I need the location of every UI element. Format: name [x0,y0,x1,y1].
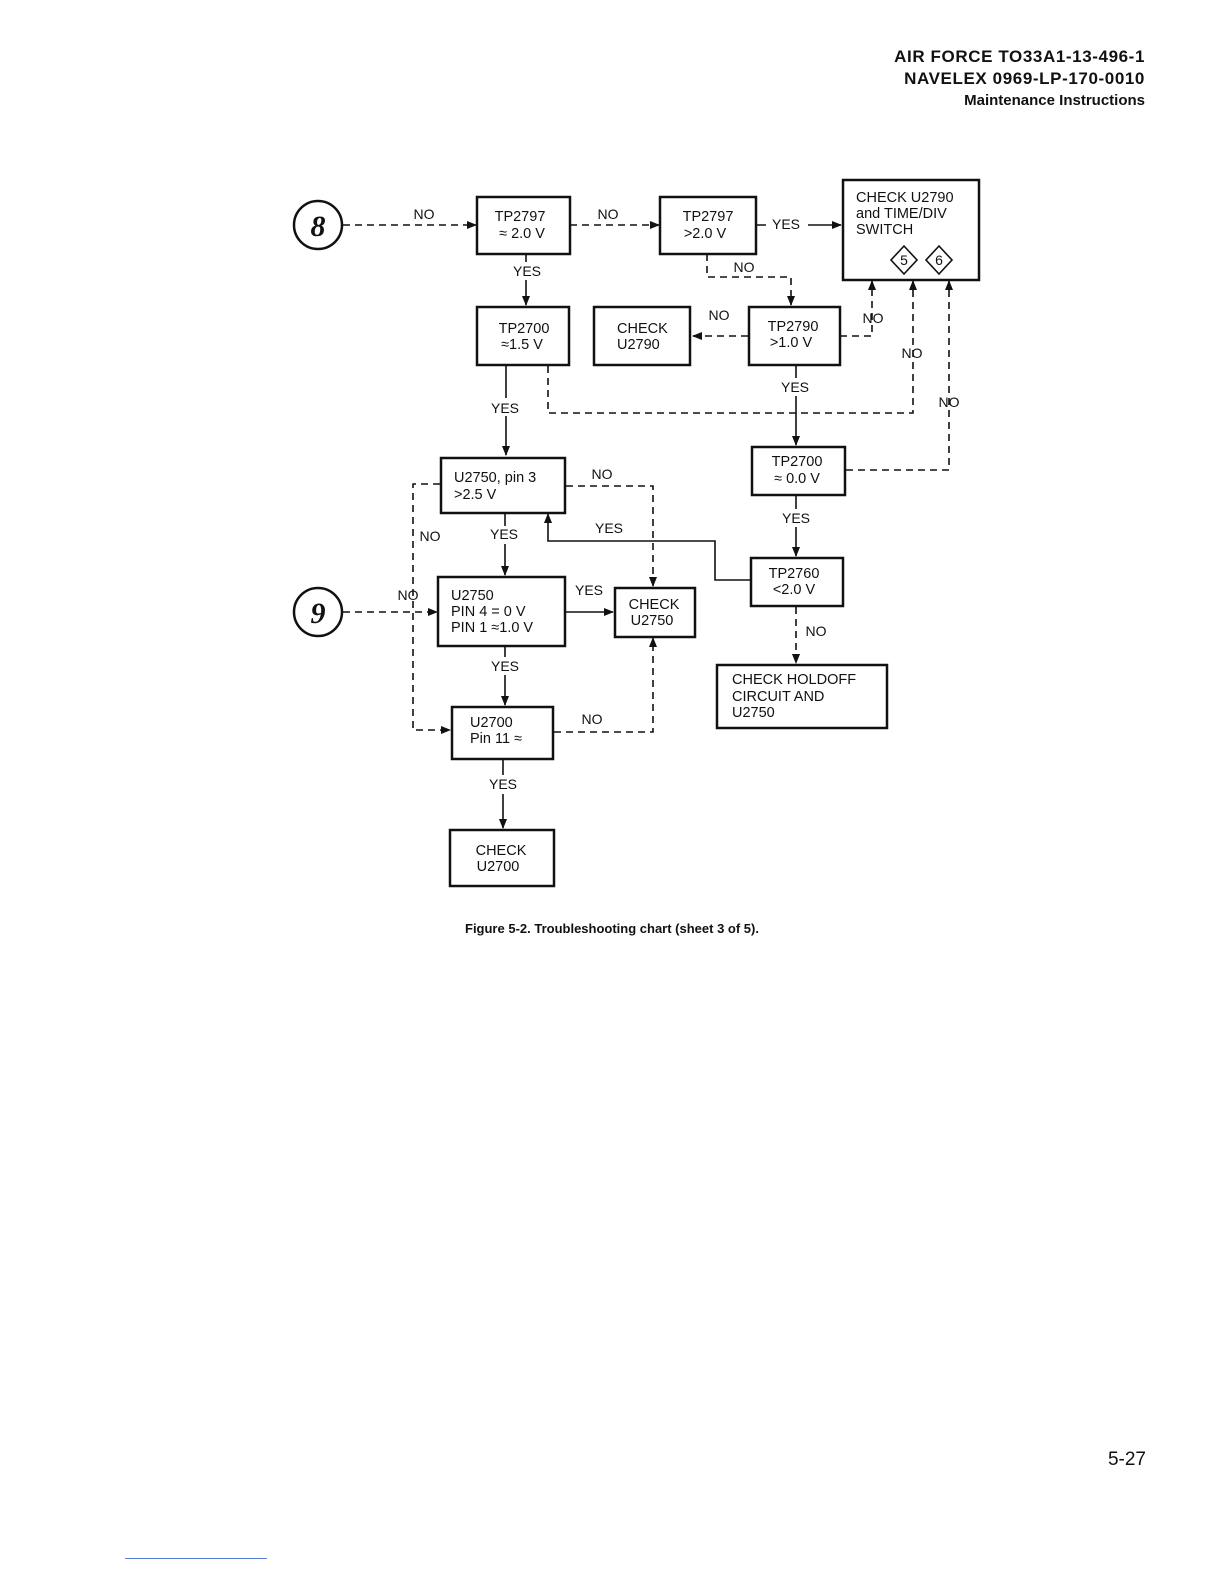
box-tp2700-zero: TP2700 ≈ 0.0 V [750,445,847,497]
box-tp2797-approx: TP2797 ≈ 2.0 V [475,195,572,256]
label-yes: YES [772,216,800,232]
box-line: >2.5 V [454,487,497,503]
box-line: TP2760 [769,566,820,582]
box-line: CHECK [476,843,527,859]
label-yes: YES [491,658,519,674]
flow-connectors [343,225,953,828]
box-line: TP2797 [683,209,734,225]
connector-8-label: 8 [311,210,326,243]
box-line: U2750, pin 3 [454,470,536,486]
diamond-6-label: 6 [935,252,943,268]
label-no: NO [582,711,603,727]
edge-u2750pin3-no [566,485,657,587]
box-check-u2750: CHECK U2750 [613,586,697,639]
document-header: AIR FORCE TO33A1-13-496-1 NAVELEX 0969-L… [894,46,1145,112]
box-line: ≈1.5 V [501,337,543,353]
label-no: NO [902,345,923,361]
label-no: NO [414,206,435,222]
box-line: <2.0 V [773,582,816,598]
diamond-6-icon: 6 [924,244,954,276]
edge-tp2700-no [547,280,917,414]
header-line-navelex: NAVELEX 0969-LP-170-0010 [904,69,1145,88]
box-line: TP2797 [495,209,546,225]
connector-9-label: 9 [311,597,326,630]
edge-tp2700zero-no [846,280,953,471]
box-u2700-pin11: U2700 Pin 11 ≈ [450,705,555,761]
label-no: NO [592,466,613,482]
diamond-5-icon: 5 [889,244,919,276]
box-line: U2790 [617,337,660,353]
edge-tp2760-yes [544,513,750,581]
box-line: PIN 4 = 0 V [451,604,526,620]
box-line: TP2700 [772,454,823,470]
label-yes: YES [490,526,518,542]
label-no: NO [734,259,755,275]
box-tp2790: TP2790 >1.0 V [747,305,842,367]
box-line: >1.0 V [770,335,813,351]
box-line: Pin 11 ≈ [470,731,522,747]
box-tp2760: TP2760 <2.0 V [749,556,845,608]
box-line: PIN 1 ≈1.0 V [451,620,533,636]
box-u2750-pin3: U2750, pin 3 >2.5 V [439,456,567,515]
diamond-5-label: 5 [900,252,908,268]
label-no: NO [598,206,619,222]
box-u2750-pins: U2750 PIN 4 = 0 V PIN 1 ≈1.0 V [436,575,567,648]
box-line: ≈ 2.0 V [499,226,545,242]
box-line: CHECK HOLDOFF [732,672,856,688]
box-check-u2790-switch: CHECK U2790 and TIME/DIV SWITCH 5 6 [841,178,981,282]
box-line: U2750 [631,613,674,629]
box-line: CHECK [617,321,668,337]
box-line: SWITCH [856,222,913,238]
box-tp2797-gt: TP2797 >2.0 V [658,195,758,256]
header-line-section: Maintenance Instructions [964,92,1145,109]
label-no: NO [863,310,884,326]
edge-u2750pin3-no-left [412,483,451,734]
label-yes: YES [782,510,810,526]
figure-caption: Figure 5-2. Troubleshooting chart (sheet… [465,921,759,936]
label-no: NO [420,528,441,544]
edge-labels: NO NO YES YES NO NO NO NO YES NO YES NO … [398,206,960,792]
box-line: CIRCUIT AND [732,689,824,705]
page-number: 5-27 [1107,1449,1146,1470]
box-line: ≈ 0.0 V [774,471,820,487]
box-line: U2750 [451,588,494,604]
label-yes: YES [595,520,623,536]
box-line: CHECK [629,597,680,613]
label-yes: YES [489,776,517,792]
label-no: NO [709,307,730,323]
box-line: CHECK U2790 [856,190,954,206]
box-line: TP2700 [499,321,550,337]
footer-rule [125,1558,267,1559]
edge-u2700-no [554,637,657,733]
edge-tp2797gt-no [706,254,795,306]
box-check-u2790: CHECK U2790 [592,305,692,367]
box-check-holdoff: CHECK HOLDOFF CIRCUIT AND U2750 [715,663,889,730]
label-no: NO [398,587,419,603]
label-yes: YES [781,379,809,395]
edge-tp2790-no-up [840,280,876,337]
connector-8: 8 [292,199,344,251]
box-tp2700-1-5v: TP2700 ≈1.5 V [475,305,571,367]
box-check-u2700: CHECK U2700 [448,828,556,888]
label-yes: YES [513,263,541,279]
box-line: U2700 [470,715,513,731]
connector-9: 9 [292,586,344,638]
label-no: NO [806,623,827,639]
box-line: TP2790 [768,319,819,335]
box-line: >2.0 V [684,226,727,242]
label-yes: YES [575,582,603,598]
label-yes: YES [491,400,519,416]
label-no: NO [939,394,960,410]
header-line-air-force: AIR FORCE TO33A1-13-496-1 [894,47,1145,66]
box-line: U2700 [477,859,520,875]
box-line: U2750 [732,705,775,721]
box-line: and TIME/DIV [856,206,947,222]
